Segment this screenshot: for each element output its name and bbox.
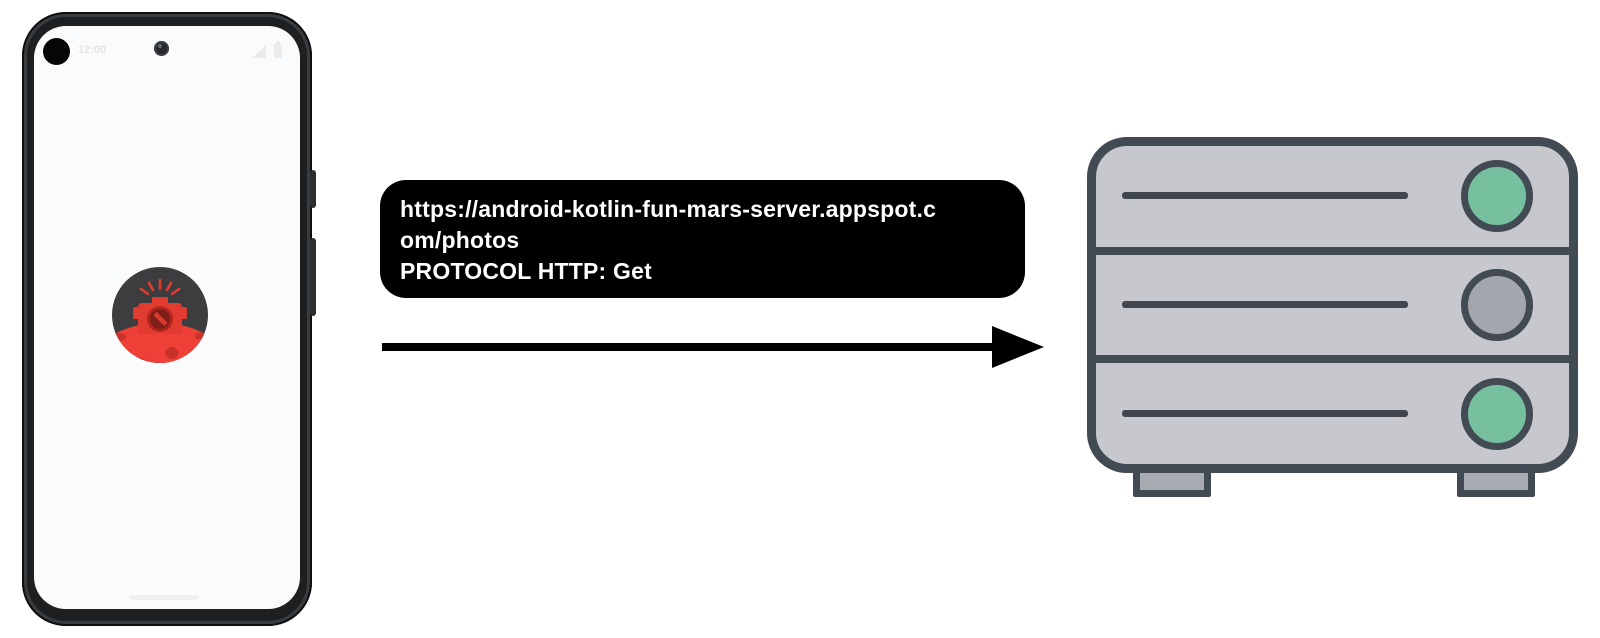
server-illustration [1087, 137, 1578, 473]
request-url-line-1: https://android-kotlin-fun-mars-server.a… [400, 196, 937, 222]
server-slot-line [1122, 409, 1408, 417]
request-url-line-2: om/photos [400, 227, 520, 253]
power-button [310, 238, 316, 316]
request-protocol-line: PROTOCOL HTTP: Get [400, 258, 652, 284]
server-slot-line [1122, 192, 1408, 200]
server-slot-line [1122, 301, 1408, 308]
battery-icon [274, 41, 282, 58]
led-indicator-green [1461, 377, 1533, 450]
led-indicator-gray [1461, 269, 1533, 341]
signal-icon [252, 45, 266, 58]
request-arrow-line [382, 343, 994, 351]
mars-photos-app-icon [112, 267, 208, 363]
request-arrow-head-icon [992, 326, 1044, 368]
status-bar-dot [43, 38, 70, 65]
front-camera-icon [154, 41, 169, 56]
status-time: 12:00 [78, 44, 107, 56]
request-bubble: https://android-kotlin-fun-mars-server.a… [380, 180, 1025, 298]
server-section-3 [1096, 363, 1569, 464]
volume-button [310, 170, 316, 208]
server-divider [1096, 246, 1569, 255]
led-indicator-green [1461, 160, 1533, 233]
server-divider [1096, 355, 1569, 364]
phone-mockup: 12:00 [22, 12, 316, 626]
phone-screen: 12:00 [34, 26, 300, 609]
server-section-1 [1096, 146, 1569, 247]
gesture-bar [129, 595, 199, 600]
mars-camera-icon [112, 267, 208, 363]
server-section-2 [1096, 255, 1569, 356]
